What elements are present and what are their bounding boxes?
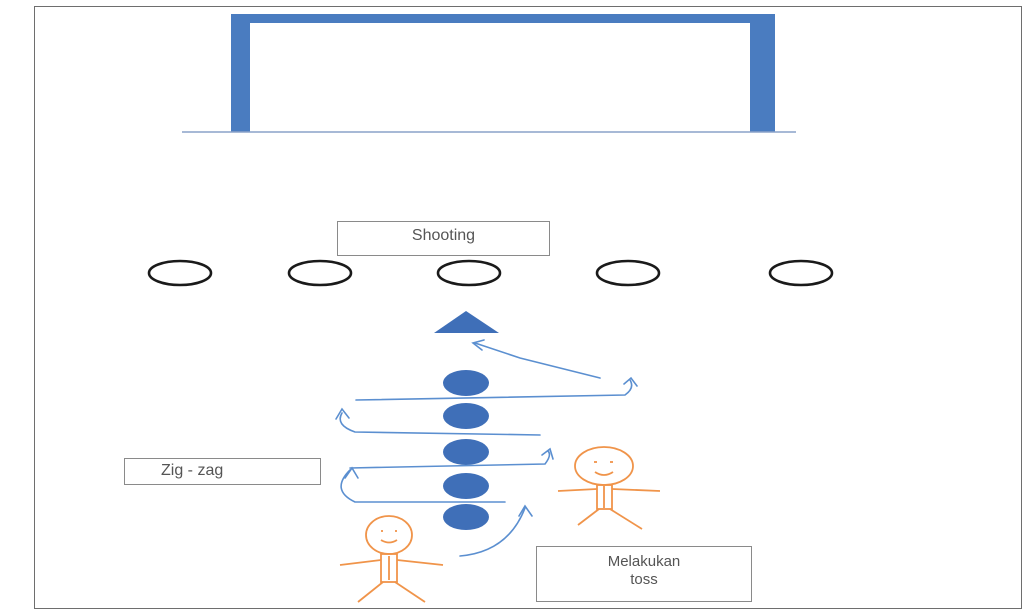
- curved-arrow-icon: [339, 412, 541, 436]
- arrow-head: [335, 407, 350, 420]
- disc-cone-icon: [443, 403, 489, 429]
- curved-arrow-icon: [459, 507, 526, 557]
- ring-marker-icon: [147, 259, 213, 287]
- arrow-head: [623, 376, 638, 387]
- curved-arrow-icon: [355, 379, 633, 401]
- disc-cone-icon: [443, 504, 489, 530]
- player-body: [596, 484, 613, 510]
- ring-marker-icon: [768, 259, 834, 287]
- toss-label: Melakukan toss: [536, 546, 752, 602]
- arrow-head: [471, 339, 485, 351]
- goal-left-post: [231, 14, 250, 132]
- curved-arrow-icon: [340, 469, 506, 503]
- ring-marker-icon: [436, 259, 502, 287]
- player-body: [380, 553, 398, 583]
- player-head: [365, 515, 413, 555]
- ring-marker-icon: [287, 259, 353, 287]
- arrow-head: [518, 504, 533, 517]
- disc-cone-icon: [443, 370, 489, 396]
- toss-label-line1: Melakukan: [607, 553, 681, 570]
- triangle-cone-icon: [434, 311, 499, 333]
- curved-arrow-icon: [349, 450, 551, 469]
- ring-markers: [147, 259, 834, 287]
- disc-cones: [443, 370, 489, 530]
- goal-right-post: [750, 14, 775, 132]
- goal-icon: [182, 14, 796, 133]
- arrow-head: [541, 447, 554, 460]
- goal-crossbar: [231, 14, 775, 23]
- player-head: [574, 446, 634, 486]
- disc-cone-icon: [443, 439, 489, 465]
- shooting-label: Shooting: [337, 221, 550, 256]
- disc-cone-icon: [443, 473, 489, 499]
- ring-marker-icon: [595, 259, 661, 287]
- curved-arrow-icon: [474, 342, 601, 379]
- toss-label-line2: toss: [630, 571, 658, 588]
- zigzag-path: [335, 339, 638, 557]
- field-frame: [34, 6, 1022, 609]
- player-figure-icon: [557, 446, 661, 530]
- zigzag-label: Zig - zag: [124, 458, 321, 485]
- player-figure-icon: [339, 515, 444, 603]
